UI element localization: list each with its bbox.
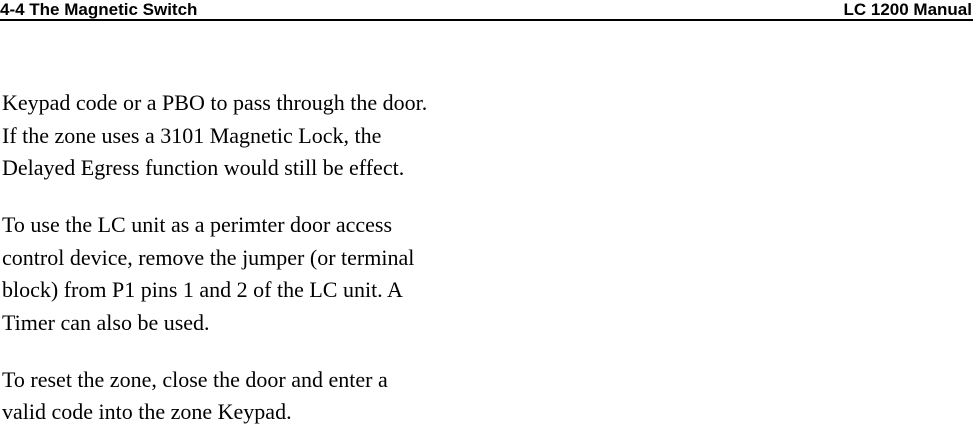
header-manual-title: LC 1200 Manual xyxy=(843,0,973,19)
text-line: Keypad code or a PBO to pass through the… xyxy=(2,90,428,115)
text-line: control device, remove the jumper (or te… xyxy=(2,244,415,270)
text-line: block) from P1 pins 1 and 2 of the LC un… xyxy=(2,277,403,302)
text-line: Timer can also be used. xyxy=(2,309,210,335)
paragraph-reset-zone: To reset the zone, close the door and en… xyxy=(2,364,973,425)
text-line: If the zone uses a 3101 Magnetic Lock, t… xyxy=(2,122,382,148)
page-header: 4-4 The Magnetic Switch LC 1200 Manual xyxy=(0,0,973,21)
text-line: Delayed Egress function would still be e… xyxy=(2,155,405,180)
header-section-title: 4-4 The Magnetic Switch xyxy=(0,0,198,19)
page-body: Keypad code or a PBO to pass through the… xyxy=(0,87,973,425)
text-line: To reset the zone, close the door and en… xyxy=(2,366,388,392)
paragraph-keypad-code: Keypad code or a PBO to pass through the… xyxy=(2,87,973,185)
text-line: valid code into the zone Keypad. xyxy=(2,399,292,424)
text-line: To use the LC unit as a perimter door ac… xyxy=(2,212,393,237)
paragraph-perimeter-access: To use the LC unit as a perimter door ac… xyxy=(2,209,973,339)
